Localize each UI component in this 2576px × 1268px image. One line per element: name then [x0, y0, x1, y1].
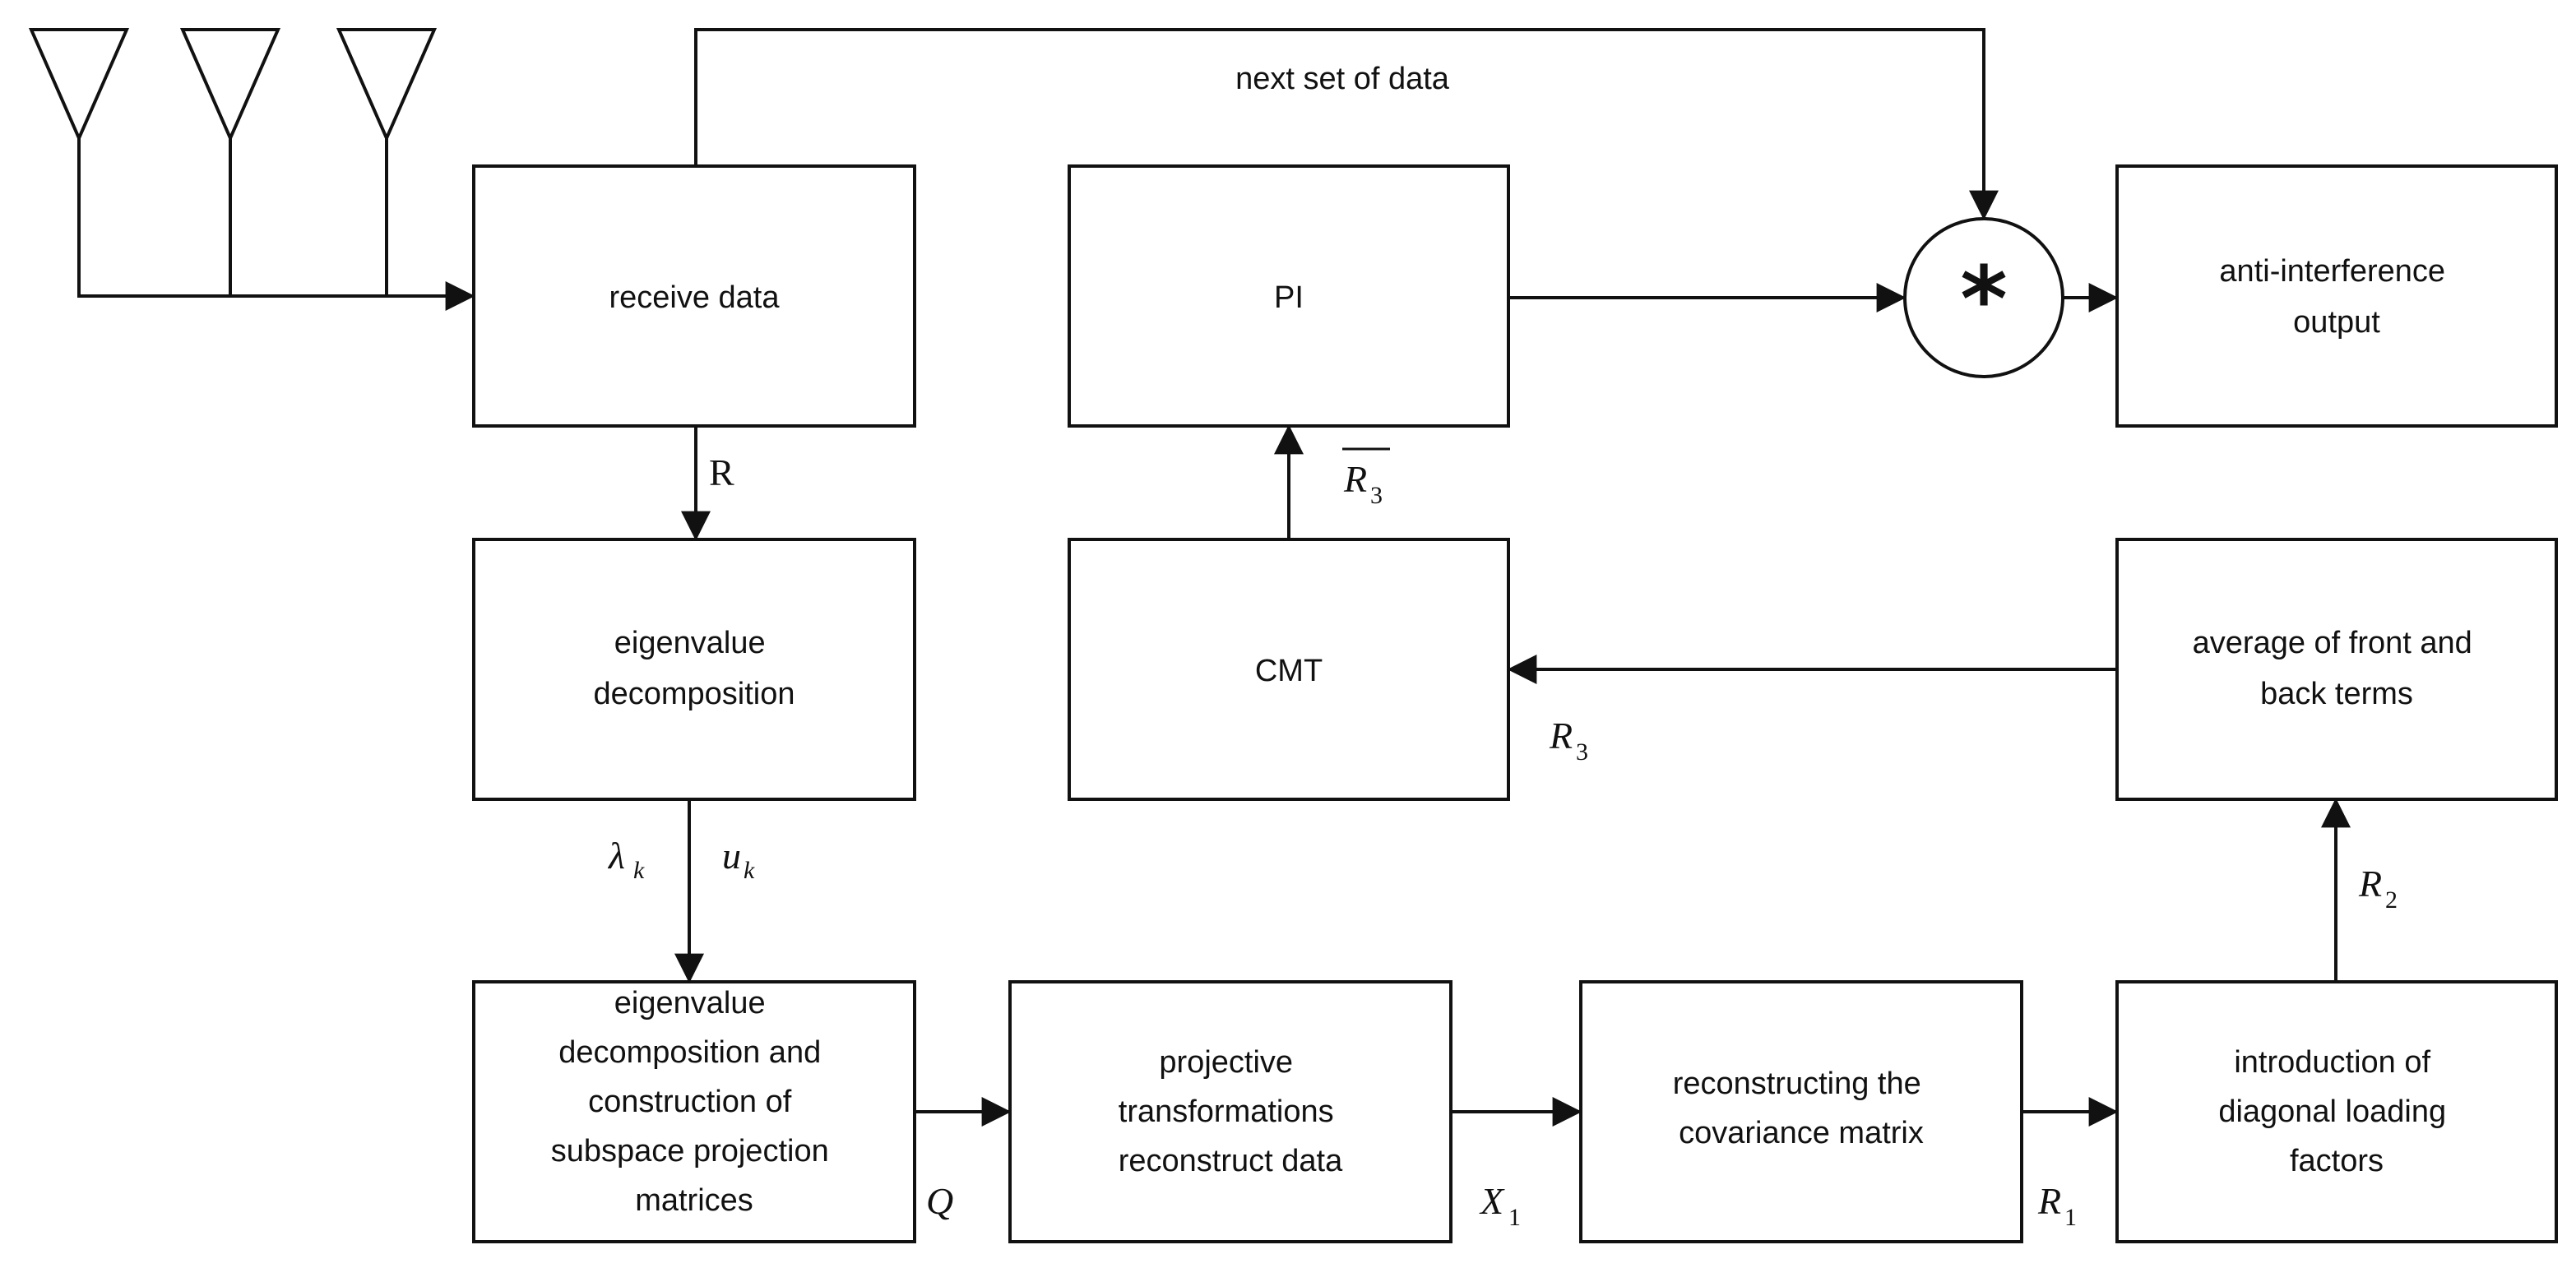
pi-label: PI — [1274, 280, 1304, 315]
svg-text:u: u — [722, 835, 741, 877]
svg-text:k: k — [633, 857, 645, 884]
svg-text:R: R — [2358, 863, 2382, 905]
svg-text:3: 3 — [1370, 482, 1383, 509]
average-label: average of front and back terms — [2193, 626, 2481, 711]
next-set-label: next set of data — [1235, 62, 1450, 96]
lambda-k-label: λ k — [607, 835, 645, 884]
eigen-construction-label: eigenvalue decomposition and constructio… — [551, 986, 838, 1218]
antenna-icon-1 — [28, 28, 130, 296]
svg-text:k: k — [744, 857, 755, 884]
svg-text:3: 3 — [1576, 738, 1588, 766]
r-label: R — [709, 451, 734, 493]
output-label: anti-interference output — [2219, 254, 2453, 340]
projective-label: projective transformations reconstruct d… — [1119, 1045, 1343, 1178]
r1-label: R 1 — [2037, 1180, 2077, 1231]
r3-label: R 3 — [1549, 715, 1588, 766]
antenna-icon-2 — [179, 28, 281, 296]
r3-bar-label: R 3 — [1342, 447, 1390, 509]
svg-text:1: 1 — [1508, 1204, 1521, 1231]
svg-text:1: 1 — [2064, 1204, 2077, 1231]
antenna-icon-3 — [336, 28, 438, 296]
svg-text:R: R — [1343, 458, 1367, 500]
cmt-label: CMT — [1255, 654, 1323, 688]
svg-text:R: R — [2037, 1180, 2061, 1222]
receive-data-label: receive data — [609, 280, 780, 315]
r2-label: R 2 — [2358, 863, 2398, 914]
reconstruct-label: reconstructing the covariance matrix — [1673, 1067, 1930, 1150]
u-k-label: u k — [722, 835, 755, 884]
svg-text:R: R — [1549, 715, 1573, 757]
svg-text:λ: λ — [607, 835, 625, 877]
reconstruct-box — [1579, 980, 2023, 1243]
diagonal-loading-label: introduction of diagonal loading factors — [2218, 1045, 2454, 1178]
multiplier-symbol: * — [1960, 247, 2008, 352]
feedback-line — [694, 28, 1999, 220]
eigenvalue-decomposition-box — [472, 538, 916, 801]
eigenvalue-decomposition-label: eigenvalue decomposition — [593, 626, 795, 711]
svg-text:2: 2 — [2385, 886, 2398, 914]
output-box — [2115, 164, 2558, 428]
svg-text:X: X — [1479, 1180, 1505, 1222]
q-label: Q — [926, 1180, 953, 1222]
x1-label: X 1 — [1479, 1180, 1521, 1231]
average-box — [2115, 538, 2558, 801]
